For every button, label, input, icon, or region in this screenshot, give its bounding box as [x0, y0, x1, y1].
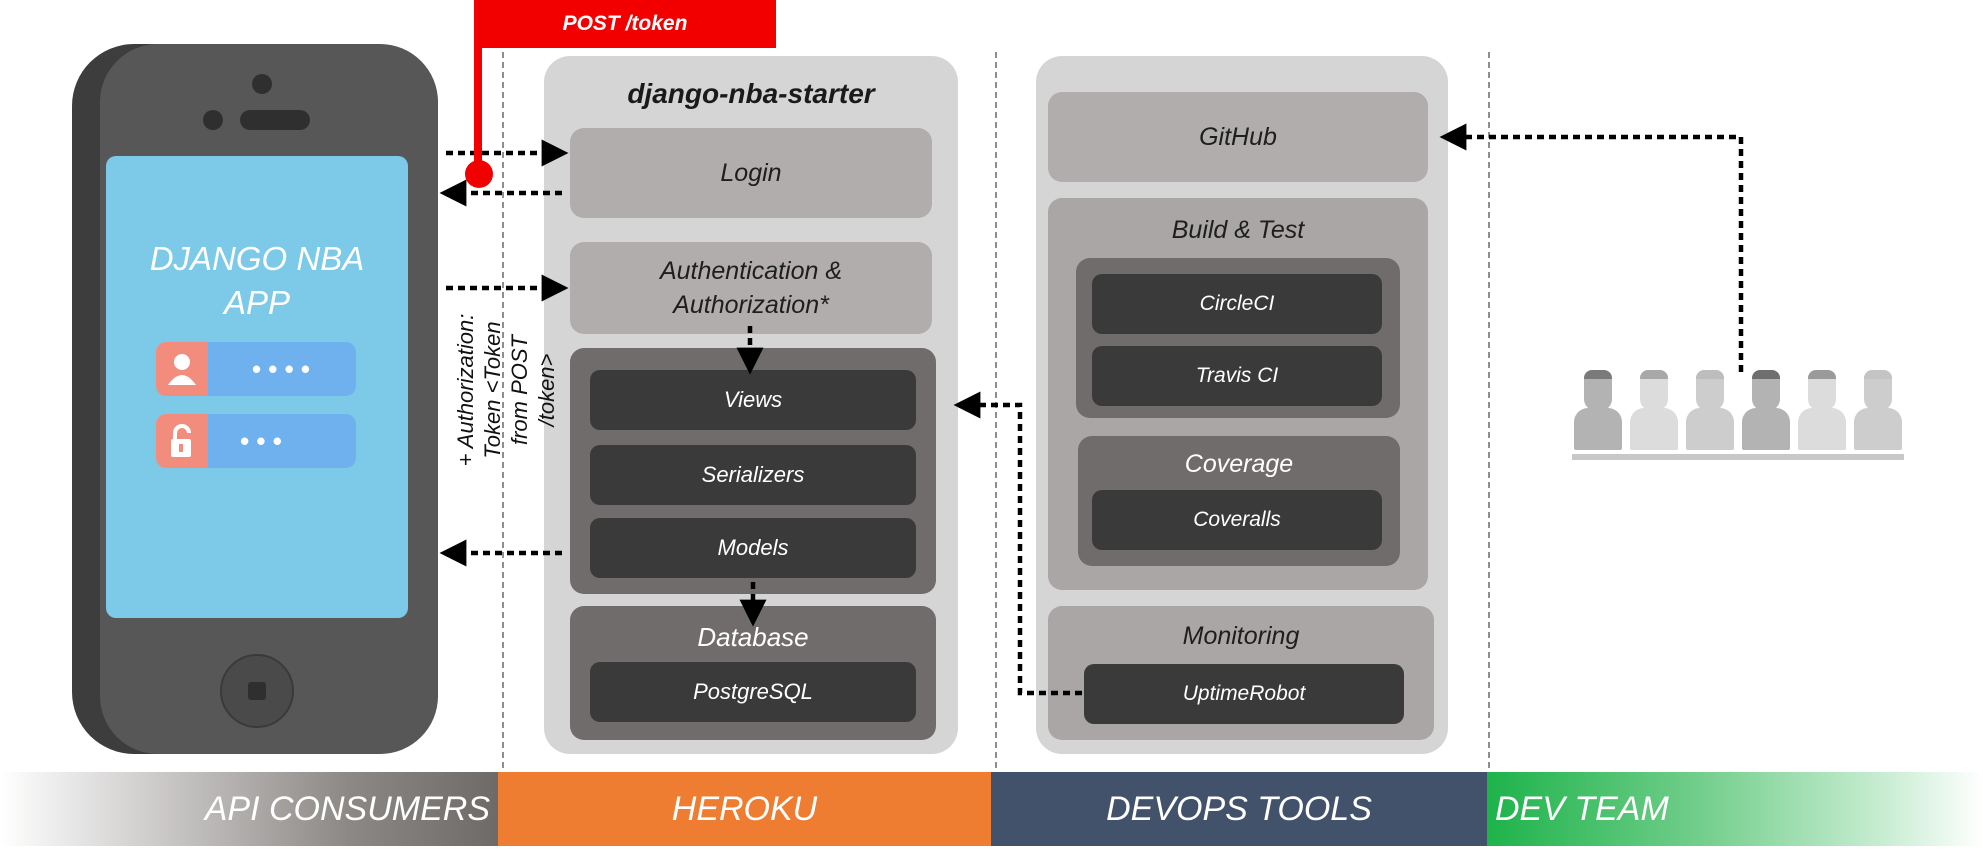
views-box: Views: [590, 370, 916, 430]
auth-note-line4: /token>: [534, 353, 559, 427]
uptimerobot-box: UptimeRobot: [1084, 664, 1404, 724]
travisci-box: Travis CI: [1092, 346, 1382, 406]
auth-box: Authentication & Authorization*: [570, 242, 932, 334]
person-icon: [1798, 370, 1846, 450]
arrow-devteam-to-github: [1439, 123, 1744, 372]
authorization-note: + Authorization: Token <Token from POST …: [452, 280, 562, 500]
phone-sensor: [203, 110, 223, 130]
footer-api-consumers-label: API CONSUMERS: [204, 789, 490, 828]
phone-speaker: [240, 110, 310, 130]
user-icon: [156, 342, 208, 396]
phone-screen: DJANGO NBA APP • • • • • • •: [106, 156, 408, 618]
footer-heroku-label: HEROKU: [671, 789, 818, 828]
footer-devops-tools-label: DEVOPS TOOLS: [1106, 789, 1372, 828]
username-field: • • • •: [156, 342, 356, 396]
person-icon: [1686, 370, 1734, 450]
person-icon: [1854, 370, 1902, 450]
auth-note-line2: Token <Token: [480, 321, 505, 459]
separator-devops-devteam: [1488, 52, 1490, 768]
person-icon: [1742, 370, 1790, 450]
post-token-dot: [465, 160, 493, 188]
github-box: GitHub: [1048, 92, 1428, 182]
person-icon: [1630, 370, 1678, 450]
auth-line2: Authorization*: [673, 291, 829, 319]
phone-camera: [252, 74, 272, 94]
username-mask: • • • •: [251, 353, 311, 384]
coverage-title: Coverage: [1184, 449, 1294, 478]
footer-api-consumers: API CONSUMERS: [0, 772, 498, 846]
footer-devops-tools: DEVOPS TOOLS: [991, 772, 1487, 846]
build-test-title: Build & Test: [1171, 215, 1305, 244]
login-box: Login: [570, 128, 932, 218]
footer-heroku: HEROKU: [498, 772, 991, 846]
auth-note-line3: from POST: [507, 335, 532, 446]
auth-line1: Authentication &: [659, 257, 843, 285]
monitoring-title: Monitoring: [1182, 621, 1300, 650]
separator-heroku-devops: [995, 52, 997, 768]
post-token-label: POST /token: [474, 0, 776, 48]
app-title: DJANGO NBA APP: [106, 236, 408, 326]
app-title-line1: DJANGO NBA: [149, 240, 365, 277]
unlock-icon: [156, 414, 208, 468]
password-field: • • •: [156, 414, 356, 468]
footer-dev-team: DEV TEAM: [1487, 772, 1983, 846]
heroku-app-title: django-nba-starter: [627, 78, 875, 109]
person-icon: [1574, 370, 1622, 450]
circleci-box: CircleCI: [1092, 274, 1382, 334]
phone-home-button: [220, 654, 294, 728]
app-title-line2: APP: [223, 284, 291, 321]
footer-dev-team-label: DEV TEAM: [1495, 789, 1669, 828]
coveralls-box: Coveralls: [1092, 490, 1382, 550]
separator-consumers-heroku: [502, 52, 504, 768]
password-mask: • • •: [240, 425, 282, 456]
dev-team-people: [1572, 370, 1904, 454]
auth-note-line1: + Authorization:: [453, 313, 478, 467]
arrow-uptimerobot-to-views: [953, 391, 1082, 696]
postgresql-box: PostgreSQL: [590, 662, 916, 722]
serializers-box: Serializers: [590, 445, 916, 505]
models-box: Models: [590, 518, 916, 578]
